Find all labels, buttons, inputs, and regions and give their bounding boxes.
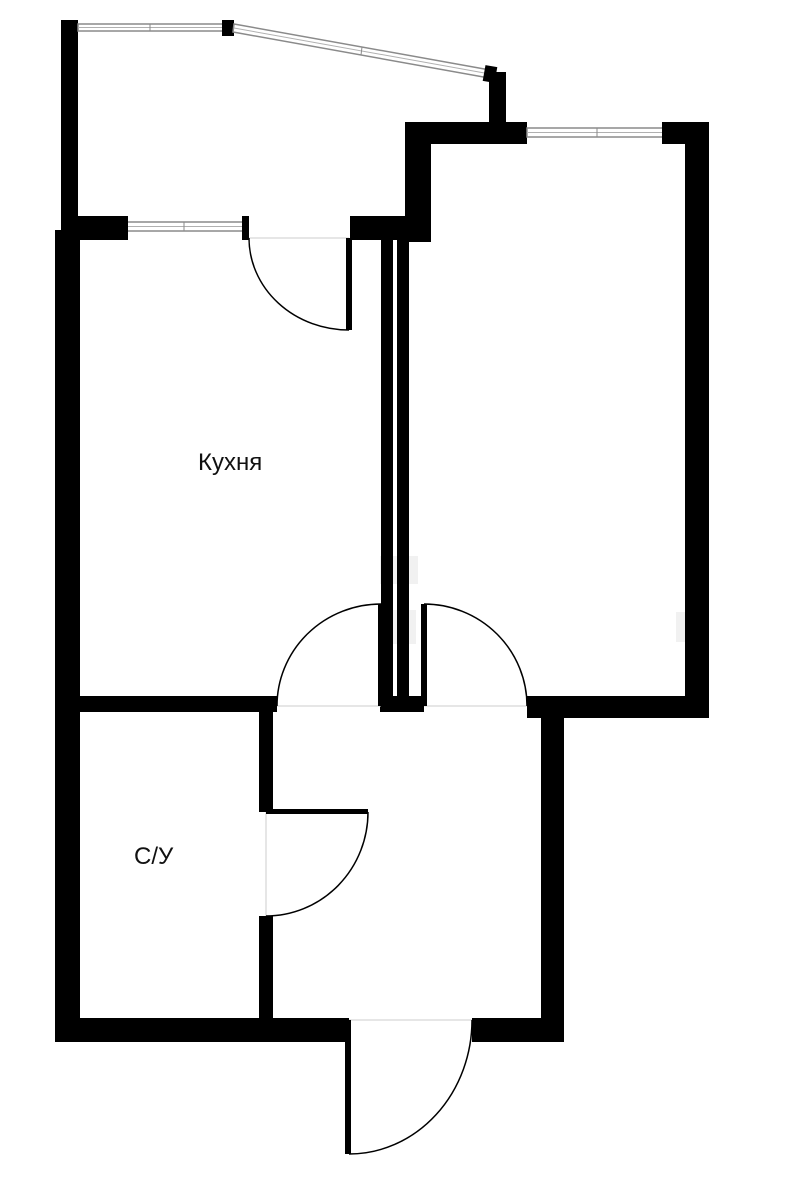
- kitchen-window: [122, 216, 249, 240]
- bottom-wall-right: [472, 1018, 564, 1042]
- room-window: [526, 122, 668, 144]
- balcony-left-wall: [61, 20, 78, 232]
- walls: [55, 20, 709, 1042]
- bathroom-partition-upper: [259, 696, 273, 812]
- room-right-wall: [685, 122, 709, 718]
- bathroom-label: С/У: [134, 843, 174, 870]
- balcony-door: [248, 237, 352, 331]
- hall-right-wall: [541, 696, 564, 1042]
- balcony-window-top: [77, 20, 234, 36]
- kitchen-top-wall-right: [350, 216, 431, 240]
- entrance-door: [345, 1019, 473, 1155]
- top-step-wall: [405, 122, 527, 144]
- windows: [77, 20, 668, 240]
- outer-left-wall: [55, 230, 80, 1042]
- watermark: [380, 556, 694, 644]
- doors: [248, 237, 528, 1155]
- kitchen-label: Кухня: [198, 449, 262, 476]
- kitchen-door: [276, 603, 384, 707]
- kitchen-partition-left: [381, 238, 393, 710]
- room-bottom-wall: [527, 696, 709, 718]
- kitchen-partition-right: [397, 238, 409, 710]
- partition-foot: [380, 696, 424, 712]
- balcony-right-wall: [489, 72, 506, 132]
- kitchen-bottom-wall: [55, 696, 277, 712]
- bathroom-door: [265, 809, 369, 917]
- balcony-window-diagonal: [232, 23, 498, 83]
- room-door: [421, 603, 528, 707]
- bottom-wall-left: [55, 1018, 349, 1042]
- bathroom-partition-lower: [259, 916, 273, 1024]
